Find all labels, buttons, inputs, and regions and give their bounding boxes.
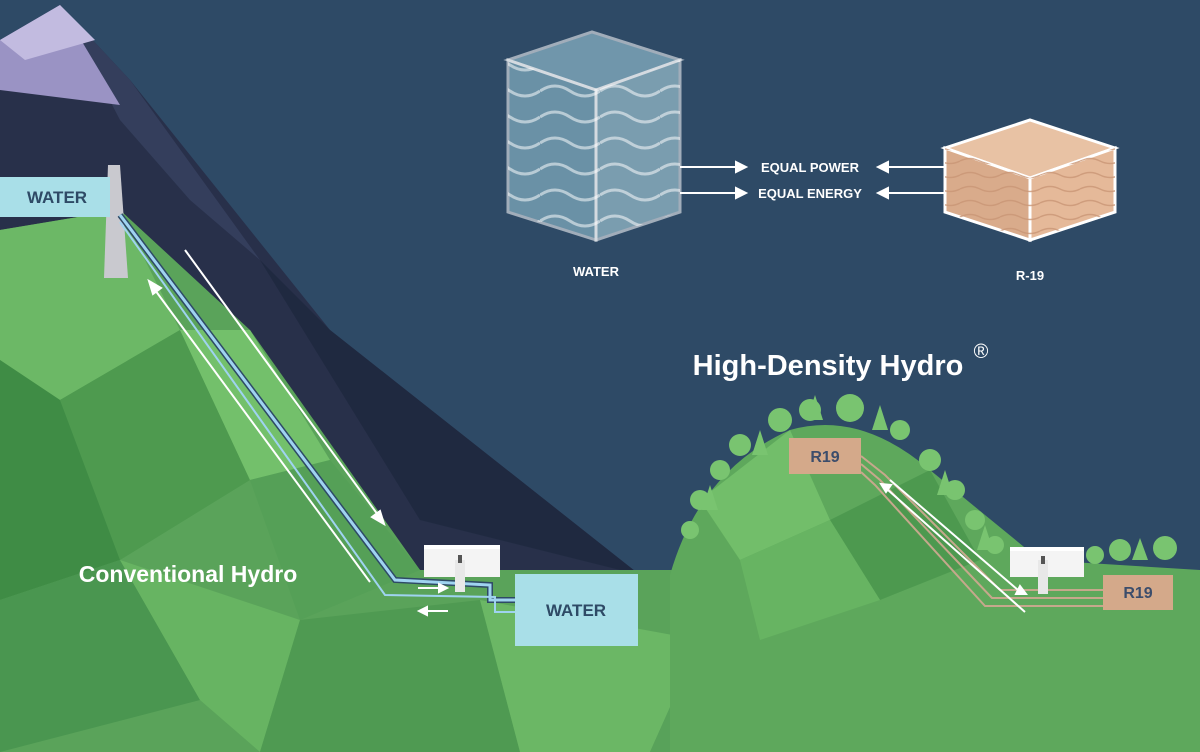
- hd-hill: [670, 425, 1200, 752]
- upper-r19-label: R19: [810, 449, 839, 466]
- conventional-hydro-title: Conventional Hydro: [79, 561, 298, 587]
- r19-cube: [940, 118, 1120, 243]
- equal-power-label: EQUAL POWER: [761, 160, 860, 175]
- lower-water-label: WATER: [546, 601, 606, 620]
- upper-r19-reservoir: [789, 438, 861, 474]
- lower-r19-reservoir: [1103, 575, 1173, 610]
- comparison-arrows: [680, 160, 945, 200]
- registered-mark: ®: [974, 341, 989, 363]
- hd-penstock: [860, 455, 1103, 607]
- lower-water-reservoir: [515, 574, 638, 646]
- upper-water-label: WATER: [27, 188, 87, 207]
- hd-powerhouse: [1010, 547, 1084, 594]
- water-cube-label: WATER: [573, 264, 620, 279]
- flow-arrows-hd: [879, 479, 1028, 613]
- conventional-powerhouse: [424, 545, 500, 592]
- high-density-hydro-title: High-Density Hydro: [693, 350, 964, 382]
- r19-cube-label: R-19: [1016, 268, 1044, 283]
- lower-r19-label: R19: [1123, 585, 1152, 602]
- trees: [681, 394, 1177, 564]
- equal-energy-label: EQUAL ENERGY: [758, 186, 862, 201]
- flow-arrows-conventional: [147, 249, 450, 617]
- conventional-penstock: [117, 213, 515, 613]
- upper-water-reservoir: [0, 177, 110, 217]
- water-cube: [503, 30, 685, 243]
